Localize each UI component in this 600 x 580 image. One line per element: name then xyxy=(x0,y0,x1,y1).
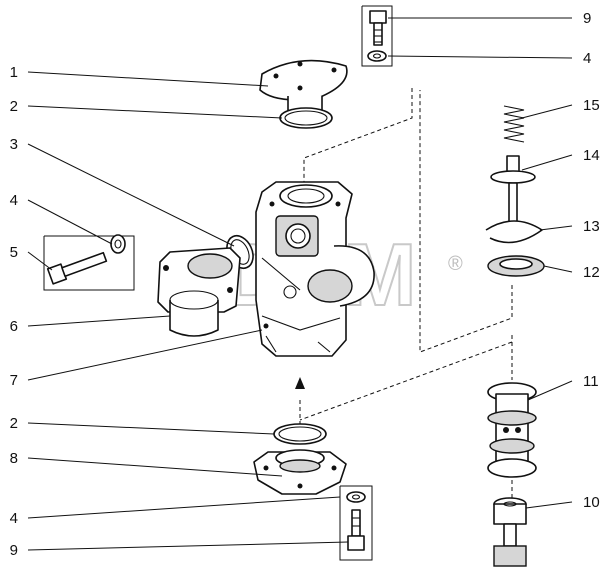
bracket-bottom xyxy=(339,485,373,561)
part-top-cover xyxy=(259,59,348,115)
callout-4-bottom: 4 xyxy=(10,510,18,527)
part-spool xyxy=(487,382,537,478)
valve-body-side-port xyxy=(285,223,311,249)
callout-13: 13 xyxy=(583,218,600,235)
bolt-head-top xyxy=(369,10,387,24)
washer-bottom xyxy=(346,491,366,503)
valve-body-top-bore xyxy=(279,184,333,208)
part-bolt-bottom xyxy=(339,485,373,561)
part-bolt-left xyxy=(43,234,135,291)
callout-14: 14 xyxy=(583,147,600,164)
valve-body-right-flange xyxy=(307,269,353,303)
part-bolt-top xyxy=(361,5,393,67)
callout-12: 12 xyxy=(583,264,600,281)
bolt-shank-top xyxy=(373,22,383,46)
piston-rod xyxy=(503,523,517,547)
bolt-head-bottom xyxy=(347,535,365,551)
callout-6: 6 xyxy=(10,318,18,335)
washer-left xyxy=(110,234,126,254)
leader-lines xyxy=(27,17,573,551)
bracket-left xyxy=(43,235,135,291)
callout-7: 7 xyxy=(10,372,18,389)
callout-3: 3 xyxy=(10,136,18,153)
callout-8: 8 xyxy=(10,450,18,467)
valve-stem-disc xyxy=(490,170,536,184)
callout-4-top: 4 xyxy=(583,50,591,67)
callout-4-left: 4 xyxy=(10,192,18,209)
elbow-port xyxy=(187,253,233,279)
dashed-line-body-to-bottom xyxy=(299,341,513,421)
watermark-registered-mark: ® xyxy=(448,253,463,275)
valve-stem-rod xyxy=(508,182,518,224)
callout-11: 11 xyxy=(583,373,599,390)
part-piston xyxy=(493,497,527,567)
callout-2-top: 2 xyxy=(10,98,18,115)
callout-9-top: 9 xyxy=(583,10,591,27)
bolt-shank-left xyxy=(61,251,108,278)
arrow-into-body-bottom xyxy=(295,377,305,389)
part-valve-body xyxy=(255,181,375,357)
part-valve-stem xyxy=(490,155,536,224)
callout-numbers: 9 4 1 15 2 3 14 4 13 5 12 6 7 11 2 8 10 4 9 xyxy=(10,10,600,559)
spool-bottom xyxy=(487,458,537,478)
dashed-line-valve-stack xyxy=(419,90,513,353)
callout-5: 5 xyxy=(10,244,18,261)
spring-coils xyxy=(503,105,525,143)
dashed-line-cover-to-body xyxy=(303,88,413,190)
bolt-shank-bottom xyxy=(351,509,361,537)
callout-2-bottom: 2 xyxy=(10,415,18,432)
callout-9-bottom: 9 xyxy=(10,542,18,559)
bracket-top xyxy=(361,5,393,67)
washer-top xyxy=(367,50,387,62)
part-spring xyxy=(503,105,525,143)
elbow-outlet xyxy=(169,300,219,337)
snap-ring xyxy=(485,220,543,244)
piston-base xyxy=(493,545,527,567)
callout-10: 10 xyxy=(583,494,600,511)
piston-head xyxy=(493,503,527,525)
part-bottom-cover xyxy=(253,449,347,495)
callout-1: 1 xyxy=(10,64,18,81)
callout-15: 15 xyxy=(583,97,600,114)
part-elbow xyxy=(157,247,241,337)
top-cover-flange xyxy=(259,59,348,101)
